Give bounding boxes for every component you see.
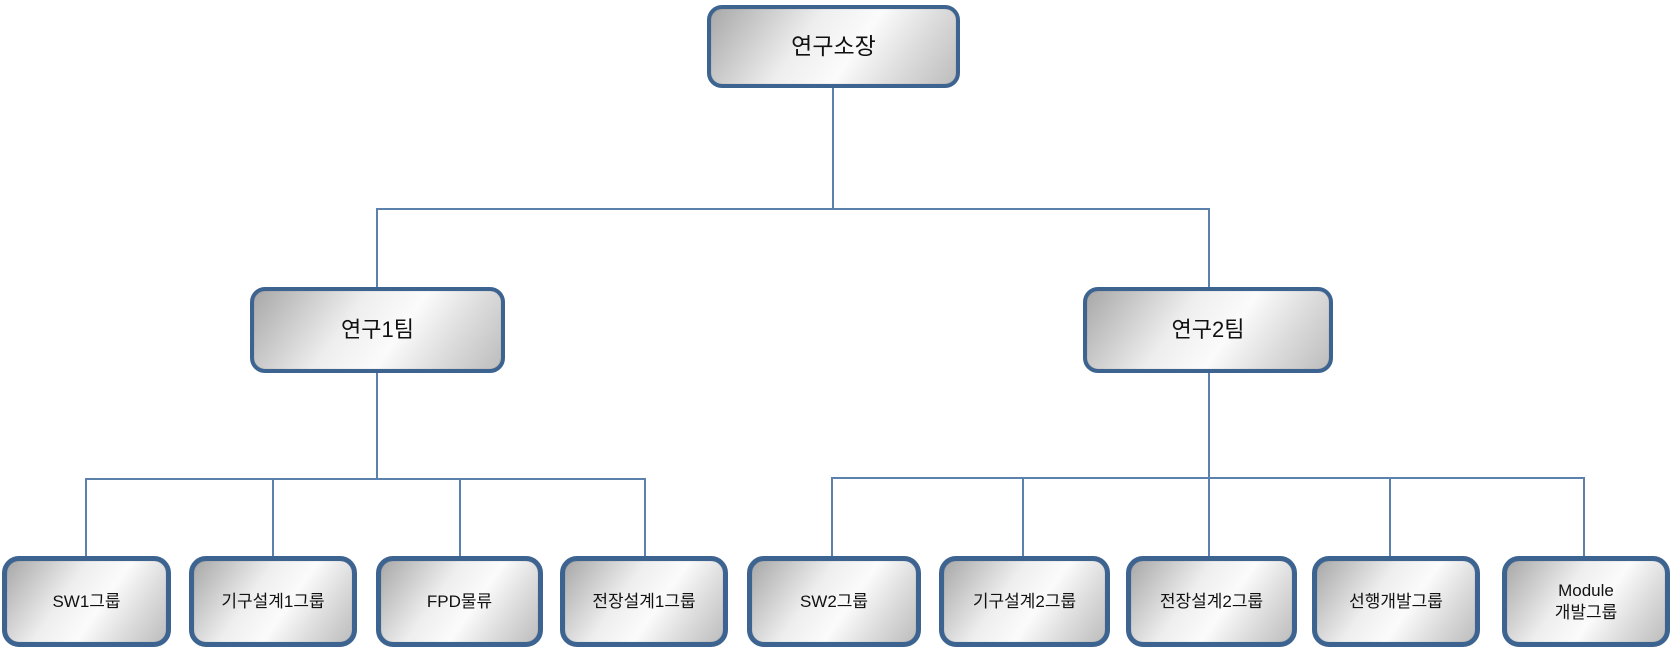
node-research-team-2: 연구2팀 bbox=[1083, 287, 1333, 373]
connector-team2-down bbox=[1208, 372, 1210, 478]
node-electrical-design-2-group: 전장설계2그룹 bbox=[1126, 556, 1297, 647]
node-sw2-group-label: SW2그룹 bbox=[799, 591, 869, 611]
node-research-team-1-label: 연구1팀 bbox=[341, 317, 414, 343]
node-research-team-1: 연구1팀 bbox=[250, 287, 505, 373]
connector-team2-drop bbox=[1208, 208, 1210, 288]
connector-team1-drop bbox=[376, 208, 378, 288]
node-module-development-group-label: Module 개발그룹 bbox=[1554, 581, 1618, 622]
node-electrical-design-1-group: 전장설계1그룹 bbox=[560, 556, 728, 647]
node-sw2-group: SW2그룹 bbox=[747, 556, 921, 647]
node-research-team-2-label: 연구2팀 bbox=[1171, 317, 1245, 343]
node-mechanical-design-1-group: 기구설계1그룹 bbox=[189, 556, 357, 647]
connector-team1-children-horizontal bbox=[85, 478, 646, 480]
node-advanced-development-group: 선행개발그룹 bbox=[1312, 556, 1480, 647]
node-mechanical-design-1-group-label: 기구설계1그룹 bbox=[221, 591, 325, 611]
connector-stub-sw1 bbox=[85, 478, 87, 557]
node-electrical-design-1-group-label: 전장설계1그룹 bbox=[592, 591, 696, 611]
connector-teams-horizontal bbox=[376, 208, 1210, 210]
connector-stub-mech2 bbox=[1022, 477, 1024, 557]
connector-stub-mech1 bbox=[272, 478, 274, 557]
node-fpd-logistics-group: FPD물류 bbox=[376, 556, 543, 647]
connector-stub-module bbox=[1583, 477, 1585, 557]
node-sw1-group: SW1그룹 bbox=[2, 556, 171, 647]
node-sw1-group-label: SW1그룹 bbox=[52, 591, 121, 611]
node-advanced-development-group-label: 선행개발그룹 bbox=[1349, 591, 1443, 611]
connector-root-down bbox=[832, 88, 834, 209]
node-research-director: 연구소장 bbox=[707, 5, 960, 88]
connector-stub-elec2 bbox=[1208, 477, 1210, 557]
node-mechanical-design-2-group-label: 기구설계2그룹 bbox=[972, 591, 1077, 611]
node-module-development-group: Module 개발그룹 bbox=[1502, 556, 1670, 647]
node-electrical-design-2-group-label: 전장설계2그룹 bbox=[1159, 591, 1264, 611]
node-fpd-logistics-group-label: FPD물류 bbox=[426, 591, 493, 611]
node-research-director-label: 연구소장 bbox=[791, 33, 876, 60]
connector-stub-elec1 bbox=[644, 478, 646, 557]
connector-team1-down bbox=[376, 372, 378, 479]
connector-stub-fpd bbox=[459, 478, 461, 557]
connector-stub-advdev bbox=[1389, 477, 1391, 557]
node-mechanical-design-2-group: 기구설계2그룹 bbox=[939, 556, 1110, 647]
connector-stub-sw2 bbox=[831, 477, 833, 557]
